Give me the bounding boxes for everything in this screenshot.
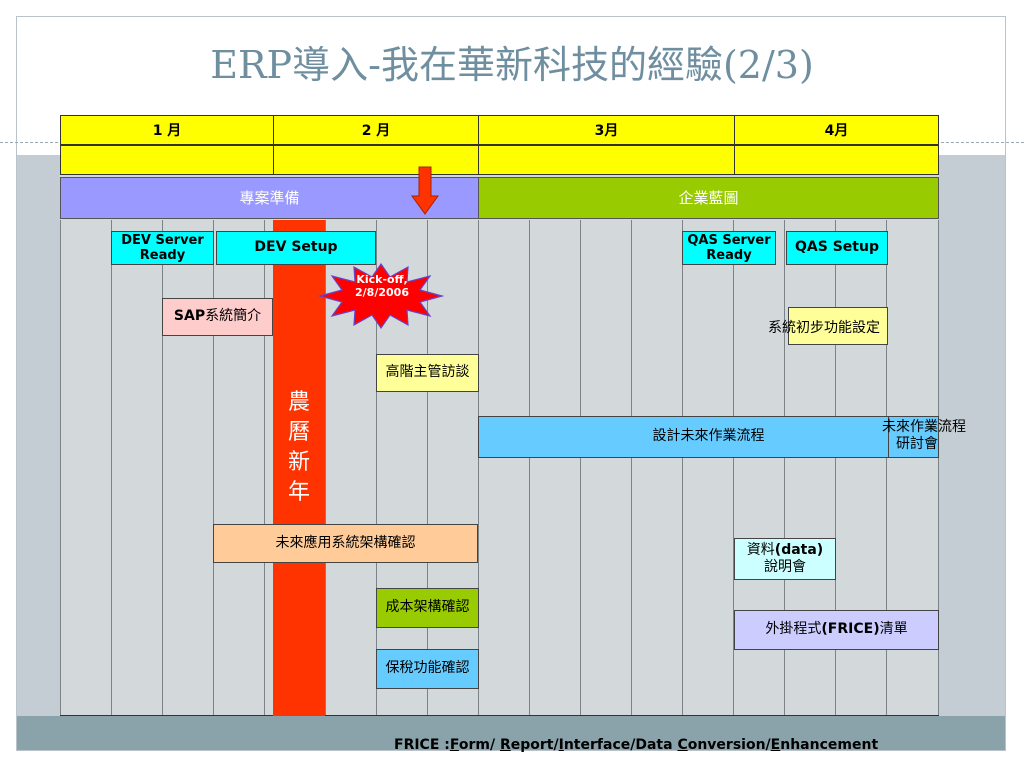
week-gridline [938,220,939,716]
lunar-new-year-bar [273,220,325,716]
week-gridline [60,220,61,716]
week-gridline [162,220,163,716]
task-executive-interview: 高階主管訪談 [376,354,479,392]
task-dev-server-ready: DEV Server Ready [111,231,214,265]
task-dev-setup: DEV Setup [216,231,376,265]
lunar-new-year-label: 農 曆 新 年 [287,390,310,505]
kickoff-star-icon [318,262,444,330]
week-gridline [478,220,479,716]
month-subrow [734,145,939,175]
week-gridline [631,220,632,716]
task-process-workshop-box [888,416,939,458]
month-header-feb: 2 月 [273,115,479,145]
month-header-apr: 4月 [734,115,939,145]
timeline-bottom-border [60,715,939,716]
kickoff-label: Kick-off, 2/8/2006 [355,273,409,299]
task-data-meeting: 資料(data) 說明會 [734,538,836,580]
week-gridline [264,220,265,716]
week-gridline [325,220,326,716]
week-gridline [733,220,734,716]
task-qas-server-ready: QAS Server Ready [682,231,776,265]
slide-title: ERP導入-我在華新科技的經驗(2/3) [210,43,814,87]
week-gridline [835,220,836,716]
task-architecture-confirm: 未來應用系統架構確認 [213,524,478,563]
frice-definition: FRICE :Form/ Report/Interface/Data Conve… [394,737,879,753]
month-header-jan: 1 月 [60,115,274,145]
slide-border [16,16,1006,751]
task-design-future-process: 設計未來作業流程 [478,416,939,458]
task-qas-setup: QAS Setup [786,231,888,265]
week-gridline [376,220,377,716]
week-gridline [213,220,214,716]
week-gridline [682,220,683,716]
task-cost-structure-confirm: 成本架構確認 [376,588,479,628]
month-header-mar: 3月 [478,115,735,145]
phase-project-prep: 專案準備 [60,177,479,219]
week-gridline [111,220,112,716]
footer-band [17,716,1005,750]
month-subrow [273,145,479,175]
task-bonded-function-confirm: 保稅功能確認 [376,649,479,689]
kickoff-arrow-icon [411,166,439,215]
month-subrow [60,145,274,175]
week-gridline [529,220,530,716]
month-subrow [478,145,735,175]
week-gridline [784,220,785,716]
week-gridline [886,220,887,716]
task-frice-list: 外掛程式(FRICE) 清單 [734,610,939,650]
task-initial-config-label: 系統初步功能設定 [768,320,880,336]
phase-business-blueprint: 企業藍圖 [478,177,939,219]
week-gridline [427,220,428,716]
task-process-workshop-label: 未來作業流程 研討會 [882,419,966,452]
week-gridline [580,220,581,716]
task-sap-intro: SAP 系統簡介 [162,298,273,336]
task-initial-config-box [788,307,888,345]
